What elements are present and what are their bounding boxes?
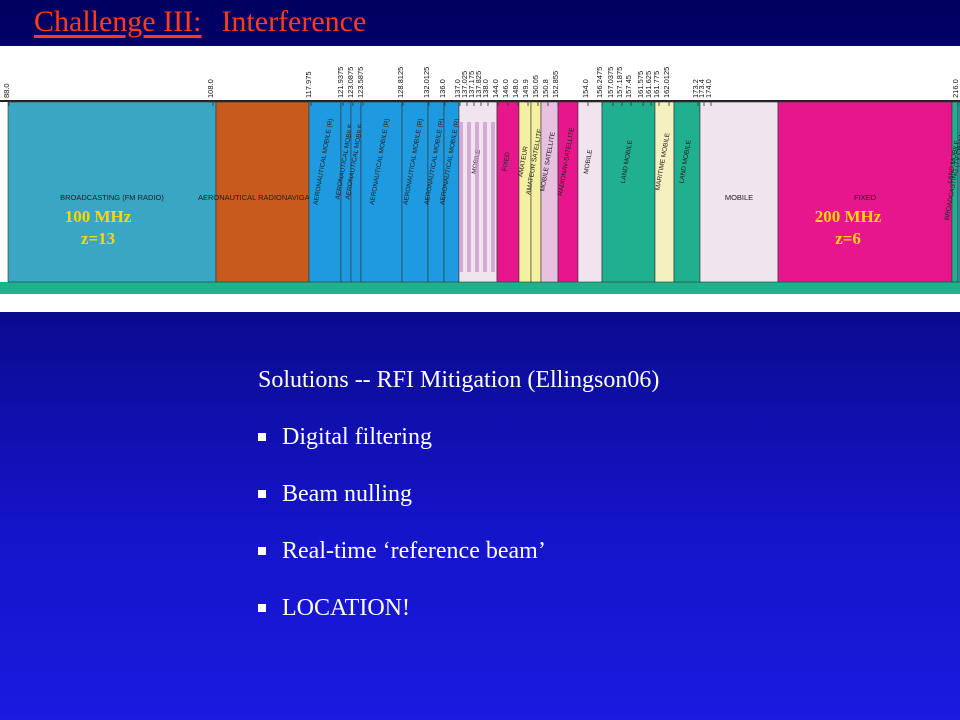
band-substripe (475, 122, 479, 272)
frequency-tick-label: 146.0 (501, 79, 510, 98)
frequency-tick-label: 123.5875 (356, 67, 365, 98)
solution-item: Digital filtering (258, 417, 659, 457)
square-bullet-icon (258, 604, 266, 612)
marker-100mhz-redshift: z=13 (80, 229, 116, 248)
frequency-tick-label: 173.2 (691, 79, 700, 98)
frequency-tick-label: 123.0875 (346, 67, 355, 98)
band-mobile (577, 101, 603, 283)
frequency-tick-label: 88.0 (2, 83, 11, 98)
band-maritime-mobile (654, 101, 675, 283)
solution-item: Real-time ‘reference beam’ (258, 531, 659, 571)
frequency-tick-label: 137.025 (460, 71, 469, 98)
marker-100mhz: 100 MHz z=13 (58, 206, 138, 250)
frequency-tick-label: 148.0 (511, 79, 520, 98)
band-land-mobile (673, 101, 701, 283)
solution-item-text: LOCATION! (282, 595, 410, 621)
solution-item-text: Beam nulling (282, 481, 412, 507)
slide-title-topic: Interference (221, 5, 367, 38)
band-label: FIXED (854, 193, 877, 202)
marker-200mhz-freq: 200 MHz (814, 207, 882, 226)
band-aeronautical-mobile-r (360, 101, 403, 283)
frequency-tick-label: 161.625 (644, 71, 653, 98)
frequency-tick-label: 149.9 (521, 79, 530, 98)
band-label: MOBILE (725, 193, 753, 202)
solution-item-text: Digital filtering (282, 424, 432, 450)
solutions-list: Digital filtering Beam nulling Real-time… (258, 417, 659, 628)
band-mobile (699, 101, 779, 283)
frequency-tick-label: 156.2475 (595, 67, 604, 98)
frequency-tick-label: 174.0 (704, 79, 713, 98)
frequency-tick-label: 132.0125 (422, 67, 431, 98)
marker-100mhz-freq: 100 MHz (64, 207, 132, 226)
chart-bottom-strip (0, 282, 960, 294)
spectrum-svg: BROADCASTING (FM RADIO) AERONAUTICAL RADI… (0, 67, 960, 294)
band-substripe (491, 122, 495, 272)
band-substripe (459, 122, 463, 272)
frequency-tick-label: 137.825 (474, 71, 483, 98)
square-bullet-icon (258, 490, 266, 498)
slide-title-challenge: Challenge III: (34, 5, 202, 38)
band-fixed (777, 101, 953, 283)
band-broadcasting-tv-channels-7-13 (957, 101, 960, 283)
frequency-tick-label: 161.575 (636, 71, 645, 98)
band-label: BROADCASTING (FM RADIO) (60, 193, 164, 202)
frequency-tick-label: 216.0 (951, 79, 960, 98)
chart-top-rule (0, 100, 960, 102)
frequency-tick-label: 162.0125 (662, 67, 671, 98)
frequency-tick-label: 128.8125 (396, 67, 405, 98)
band-land-mobile (601, 101, 656, 283)
square-bullet-icon (258, 433, 266, 441)
band-label: FIXED (501, 151, 511, 171)
band-aeronautical-radionavigation (215, 101, 310, 283)
frequency-tick-label: 152.855 (551, 71, 560, 98)
band-substripe (467, 122, 471, 272)
solutions-heading: Solutions -- RFI Mitigation (Ellingson06… (258, 367, 660, 393)
solution-item: Beam nulling (258, 474, 659, 514)
frequency-tick-label: 150.8 (541, 79, 550, 98)
frequency-tick-label: 121.9375 (336, 67, 345, 98)
frequency-tick-label: 154.0 (581, 79, 590, 98)
solutions-block: Solutions -- RFI Mitigation (Ellingson06… (258, 360, 659, 645)
band-aeronautical-mobile-r (401, 101, 429, 283)
frequency-tick-label: 117.975 (304, 71, 313, 98)
frequency-tick-label: 161.775 (652, 71, 661, 98)
marker-200mhz-redshift: z=6 (835, 229, 861, 248)
band-label: MOBILE (583, 148, 594, 174)
band-fixed (496, 101, 520, 283)
frequency-tick-label: 108.0 (206, 79, 215, 98)
band-label: AERONAUTICAL RADIONAVIGATION (198, 193, 327, 202)
marker-200mhz: 200 MHz z=6 (808, 206, 888, 250)
frequency-tick-label: 136.0 (438, 79, 447, 98)
frequency-tick-label: 137.175 (467, 71, 476, 98)
frequency-tick-label: 150.05 (531, 75, 540, 98)
frequency-tick-label: 144.0 (491, 79, 500, 98)
frequency-tick-label: 157.1875 (615, 67, 624, 98)
frequency-tick-label: 157.45 (624, 75, 633, 98)
band-substripe (483, 122, 487, 272)
frequency-tick-label: 157.0375 (606, 67, 615, 98)
frequency-tick-label: 137.0 (453, 79, 462, 98)
slide-title: Challenge III: Interference (34, 2, 366, 44)
solution-item-text: Real-time ‘reference beam’ (282, 538, 546, 564)
solution-item: LOCATION! (258, 588, 659, 628)
frequency-tick-label: 138.0 (481, 79, 490, 98)
frequency-allocation-chart: BROADCASTING (FM RADIO) AERONAUTICAL RADI… (0, 46, 960, 312)
band-broadcasting-fm-radio (7, 101, 217, 283)
frequency-tick-label: 173.4 (697, 79, 706, 98)
band-aeronautical-mobile-r (308, 101, 342, 283)
square-bullet-icon (258, 547, 266, 555)
